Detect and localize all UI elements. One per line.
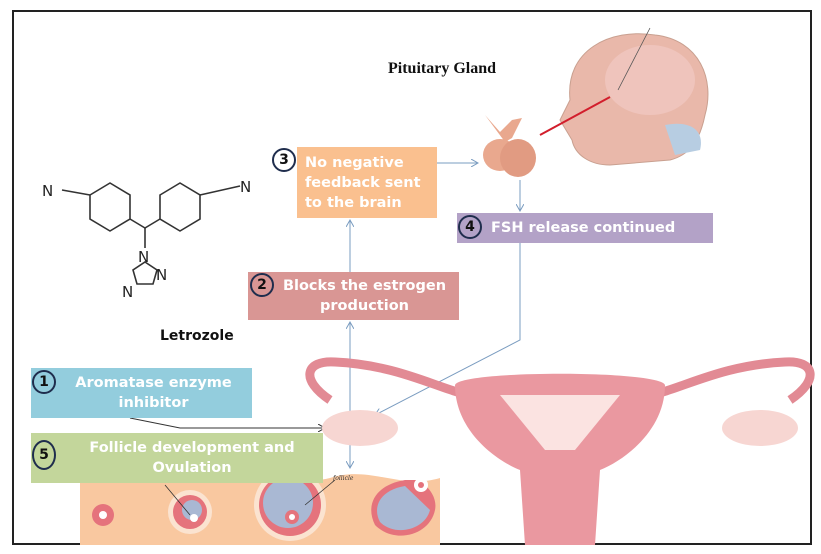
step-4-badge: 4 bbox=[458, 215, 482, 239]
step-5-label: Follicle development and Ovulation bbox=[89, 440, 295, 476]
letrozole-label: Letrozole bbox=[160, 328, 234, 344]
head-illustration bbox=[539, 27, 709, 166]
letrozole-structure bbox=[61, 182, 241, 285]
step-5-box: Follicle development and Ovulation bbox=[31, 433, 323, 483]
letrozole-atoms: N N N N N bbox=[42, 178, 251, 301]
step-1-box: Aromatase enzyme inhibitor bbox=[31, 368, 252, 418]
step-4-label: FSH release continued bbox=[491, 220, 676, 236]
step-3-badge: 3 bbox=[272, 148, 296, 172]
step-3-label: No negative feedback sent to the brain bbox=[305, 154, 421, 211]
uterus-illustration bbox=[305, 357, 815, 545]
step-4-box: FSH release continued bbox=[457, 213, 713, 243]
pituitary-gland-illustration bbox=[483, 115, 536, 177]
atom-n3: N bbox=[122, 283, 133, 301]
step-2-box: Blocks the estrogen production bbox=[248, 272, 459, 320]
step-2-label: Blocks the estrogen production bbox=[282, 278, 447, 314]
step-5-badge: 5 bbox=[32, 440, 56, 470]
step-2-badge: 2 bbox=[250, 273, 274, 297]
arrow-inhibitor-to-ovary bbox=[129, 417, 325, 428]
atom-n2: N bbox=[156, 266, 167, 284]
atom-n-left: N bbox=[42, 182, 53, 200]
follicle-label: follicle bbox=[332, 475, 354, 482]
atom-n-right: N bbox=[240, 178, 251, 196]
atom-n1: N bbox=[138, 248, 149, 266]
step-1-badge: 1 bbox=[32, 370, 56, 394]
arrow-fsh-to-ovary bbox=[375, 243, 521, 415]
follicle-stages-illustration: follicle bbox=[80, 469, 440, 545]
pituitary-gland-title: Pituitary Gland bbox=[388, 60, 497, 77]
step-1-label: Aromatase enzyme inhibitor bbox=[75, 375, 232, 411]
step-3-box: No negative feedback sent to the brain bbox=[297, 147, 437, 218]
